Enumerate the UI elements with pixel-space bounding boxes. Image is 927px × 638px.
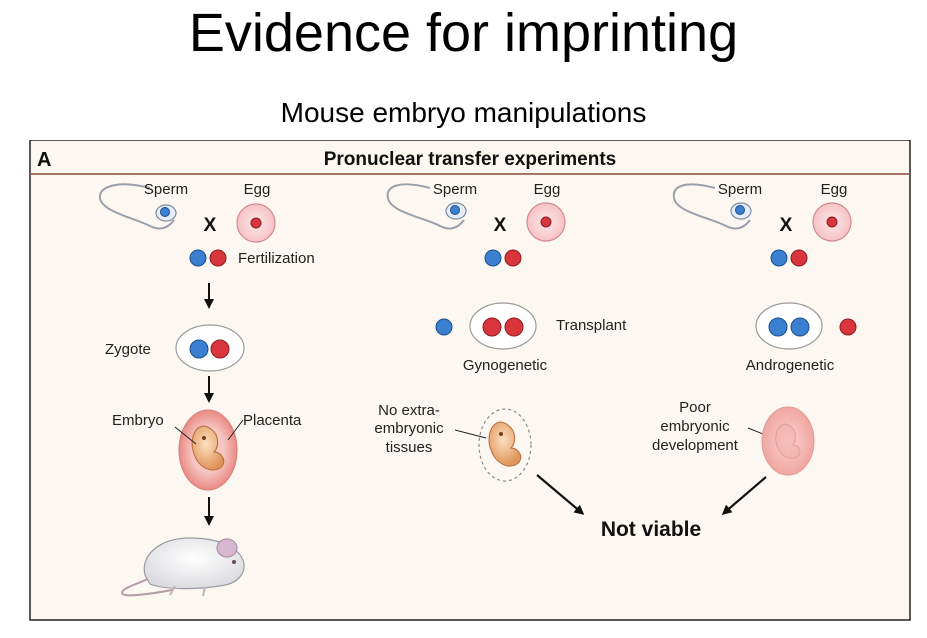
paternal-pronucleus-icon: [768, 317, 788, 337]
androgenetic-note-line2: embryonic: [660, 418, 730, 435]
zygote-label: Zygote: [105, 341, 151, 358]
paternal-pronucleus-icon: [189, 339, 209, 359]
placenta-label: Placenta: [243, 412, 302, 429]
paternal-pronucleus-icon: [790, 317, 810, 337]
cross-symbol: X: [494, 215, 507, 236]
cross-symbol: X: [780, 215, 793, 236]
mouse-icon: [120, 537, 245, 597]
fertilization-label: Fertilization: [238, 250, 315, 267]
androgenetic-label: Androgenetic: [746, 357, 835, 374]
arrow-androgenetic-to-outcome: [721, 476, 767, 515]
transplant-label: Transplant: [556, 317, 627, 334]
gynogenetic-label: Gynogenetic: [463, 357, 548, 374]
sperm-label: Sperm: [433, 181, 477, 198]
arrow-gynogenetic-to-outcome: [536, 474, 585, 515]
gynogenetic-note-line2: embryonic: [374, 420, 444, 437]
cross-symbol: X: [204, 215, 217, 236]
paternal-pronucleus-icon: [770, 249, 788, 267]
removed-maternal-pronucleus-icon: [839, 318, 857, 336]
sperm-icon: [672, 183, 751, 230]
panel-letter: A: [37, 149, 51, 171]
egg-label: Egg: [534, 181, 561, 198]
placenta-leader-line: [227, 419, 244, 441]
column-androgenetic: Sperm X Egg Androgenetic Poor embryonic …: [652, 181, 857, 515]
maternal-pronucleus-icon: [210, 339, 230, 359]
column-normal: Sperm X Egg Fertilization Zygote Embryo …: [98, 181, 315, 597]
slide-title: Evidence for imprinting: [188, 3, 739, 63]
maternal-pronucleus-icon: [250, 217, 262, 229]
paternal-pronucleus-icon: [735, 205, 745, 215]
paternal-pronucleus-icon: [450, 205, 460, 215]
gynogenetic-note-leader-line: [454, 429, 487, 439]
maternal-pronucleus-icon: [504, 249, 522, 267]
androgenetic-zygote-icon: [755, 302, 823, 350]
faint-embryo-icon: [775, 423, 801, 459]
outcome-label: Not viable: [601, 518, 701, 541]
androgenetic-note-line3: development: [652, 437, 739, 454]
sperm-label: Sperm: [718, 181, 762, 198]
maternal-pronucleus-icon: [209, 249, 227, 267]
paternal-pronucleus-icon: [160, 207, 170, 217]
sperm-icon: [386, 183, 465, 230]
embryo-leader-line: [174, 426, 197, 445]
panel-title: Pronuclear transfer experiments: [324, 149, 617, 170]
sperm-icon: [98, 183, 175, 230]
androgenetic-note-line1: Poor: [679, 399, 711, 416]
maternal-pronucleus-icon: [540, 216, 552, 228]
column-gynogenetic: Sperm X Egg Transplant Gynogenetic No ex…: [374, 181, 627, 515]
maternal-pronucleus-icon: [482, 317, 502, 337]
paternal-pronucleus-icon: [484, 249, 502, 267]
gynogenetic-note-line3: tissues: [386, 439, 433, 456]
paternal-pronucleus-icon: [189, 249, 207, 267]
gynogenetic-conceptus-outline: [478, 408, 532, 482]
embryo-icon: [191, 425, 225, 471]
egg-label: Egg: [244, 181, 271, 198]
egg-label: Egg: [821, 181, 848, 198]
zygote-icon: [175, 324, 245, 372]
embryo-label: Embryo: [112, 412, 164, 429]
maternal-pronucleus-icon: [790, 249, 808, 267]
maternal-pronucleus-icon: [504, 317, 524, 337]
slide-subtitle: Mouse embryo manipulations: [280, 97, 647, 128]
gynogenetic-zygote-icon: [469, 302, 537, 350]
maternal-pronucleus-icon: [826, 216, 838, 228]
pronuclear-transfer-figure: A Pronuclear transfer experiments Sperm …: [29, 140, 911, 621]
removed-paternal-pronucleus-icon: [435, 318, 453, 336]
sperm-label: Sperm: [144, 181, 188, 198]
embryo-icon: [488, 421, 522, 467]
gynogenetic-note-line1: No extra-: [378, 402, 440, 419]
